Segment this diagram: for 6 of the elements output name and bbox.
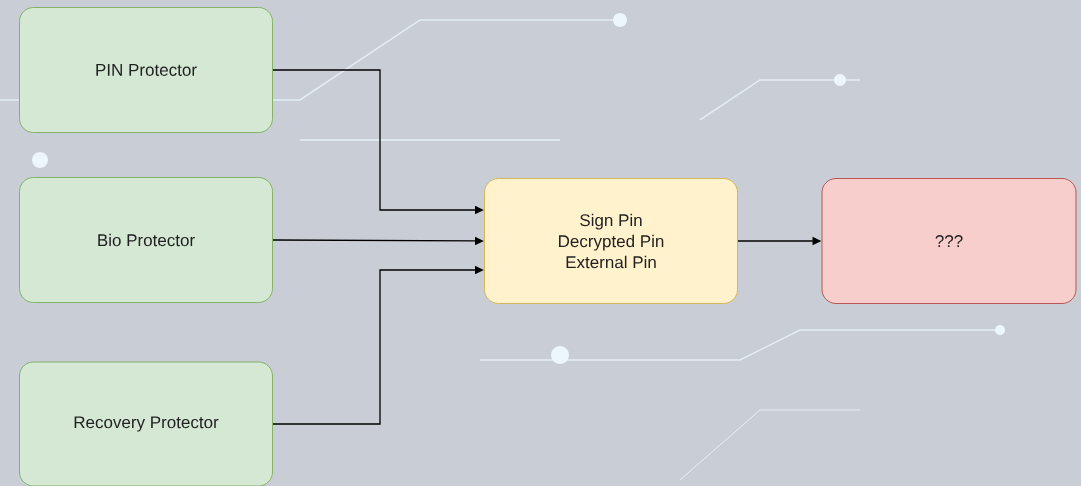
process-box: Bio Protector (19, 177, 273, 303)
process-box: ??? (821, 178, 1077, 304)
arrow (272, 265, 484, 425)
process-box: Recovery Protector (19, 361, 273, 486)
process-box: Sign Pin Decrypted Pin External Pin (484, 178, 738, 304)
process-box: PIN Protector (19, 7, 273, 133)
